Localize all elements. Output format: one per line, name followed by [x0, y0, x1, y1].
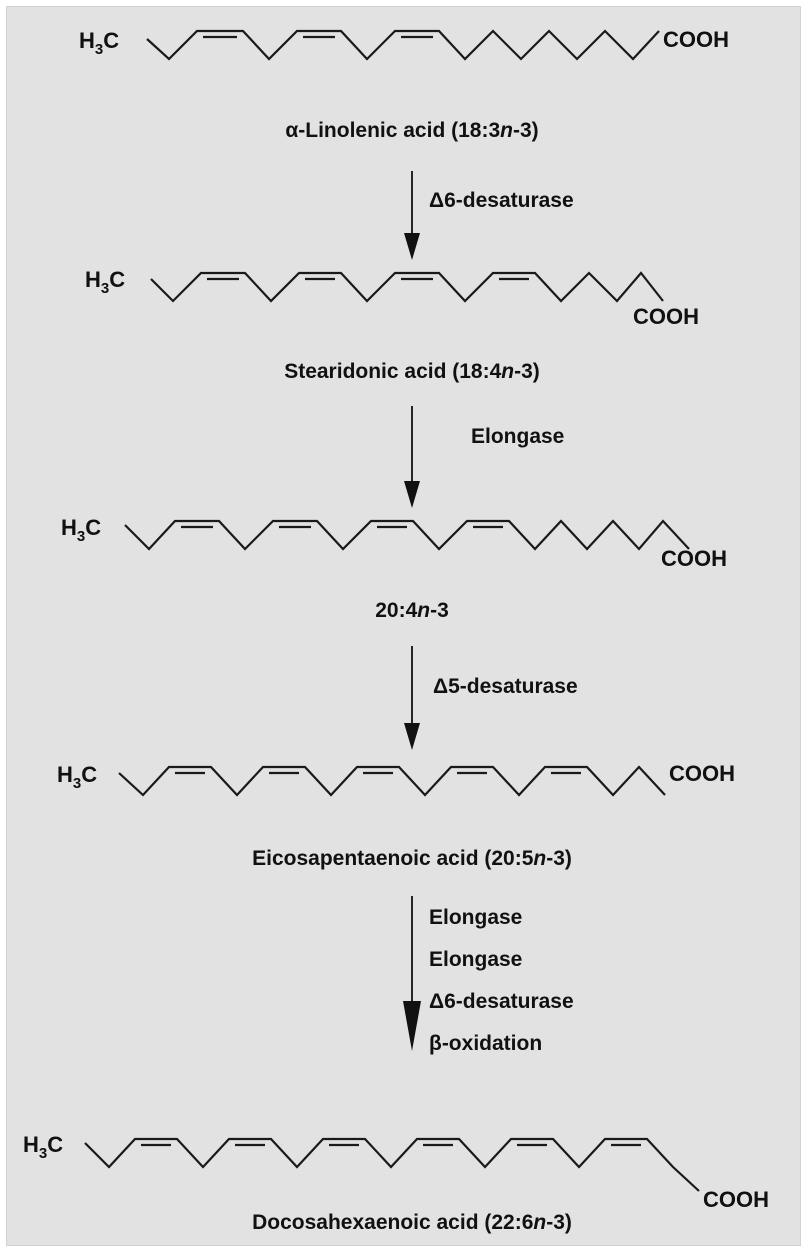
carbon-chain: [84, 1137, 700, 1192]
methyl-group: H3C: [79, 28, 119, 58]
molecule-name: Stearidonic acid (18:4n-3): [284, 360, 540, 383]
enzyme-label: Elongase: [429, 948, 522, 971]
enzyme-label: β-oxidation: [429, 1032, 542, 1055]
enzyme-label: Elongase: [471, 425, 564, 448]
carbon-chain: [150, 271, 664, 303]
carboxyl-group: COOH: [661, 546, 727, 571]
molecule-alpha-linolenic: H3C COOH α-Linolenic acid (18:3n-3): [79, 27, 729, 142]
enzyme-label: Δ6-desaturase: [429, 990, 574, 1013]
enzyme-label: Δ5-desaturase: [433, 675, 578, 698]
arrow-head: [403, 1001, 421, 1051]
carboxyl-group: COOH: [669, 761, 735, 786]
arrow-head: [404, 233, 420, 260]
molecule-stearidonic: H3C COOH Stearidonic acid (18:4n-3): [85, 267, 699, 383]
carboxyl-group: COOH: [703, 1187, 769, 1212]
enzyme-label: Δ6-desaturase: [429, 189, 574, 212]
carboxyl-group: COOH: [663, 27, 729, 52]
methyl-group: H3C: [57, 762, 97, 792]
pathway-diagram: H3C COOH α-Linolenic acid (18:3n-3) Δ6-d…: [23, 27, 769, 1234]
reaction-step-2: Elongase: [404, 406, 564, 508]
diagram-panel: H3C COOH α-Linolenic acid (18:3n-3) Δ6-d…: [6, 6, 801, 1246]
methyl-group: H3C: [23, 1132, 63, 1162]
reaction-step-4: Elongase Elongase Δ6-desaturase β-oxidat…: [403, 896, 574, 1055]
carbon-chain: [124, 519, 690, 551]
reaction-step-1: Δ6-desaturase: [404, 171, 574, 260]
arrow-head: [404, 723, 420, 750]
molecule-name: Eicosapentaenoic acid (20:5n-3): [252, 847, 572, 870]
molecule-name: α-Linolenic acid (18:3n-3): [285, 119, 538, 142]
methyl-group: H3C: [61, 515, 101, 545]
methyl-group: H3C: [85, 267, 125, 297]
molecule-docosahexaenoic: H3C COOH Docosahexaenoic acid (22:6n-3): [23, 1132, 769, 1234]
molecule-20-4n3: H3C COOH 20:4n-3: [61, 515, 727, 622]
molecule-name: 20:4n-3: [375, 599, 449, 622]
molecule-eicosapentaenoic: H3C COOH Eicosapentaenoic acid (20:5n-3): [57, 761, 735, 870]
molecule-name: Docosahexaenoic acid (22:6n-3): [252, 1211, 572, 1234]
enzyme-label: Elongase: [429, 906, 522, 929]
carboxyl-group: COOH: [633, 304, 699, 329]
carbon-chain: [146, 29, 660, 61]
arrow-head: [404, 481, 420, 508]
reaction-step-3: Δ5-desaturase: [404, 646, 578, 750]
carbon-chain: [118, 765, 666, 797]
